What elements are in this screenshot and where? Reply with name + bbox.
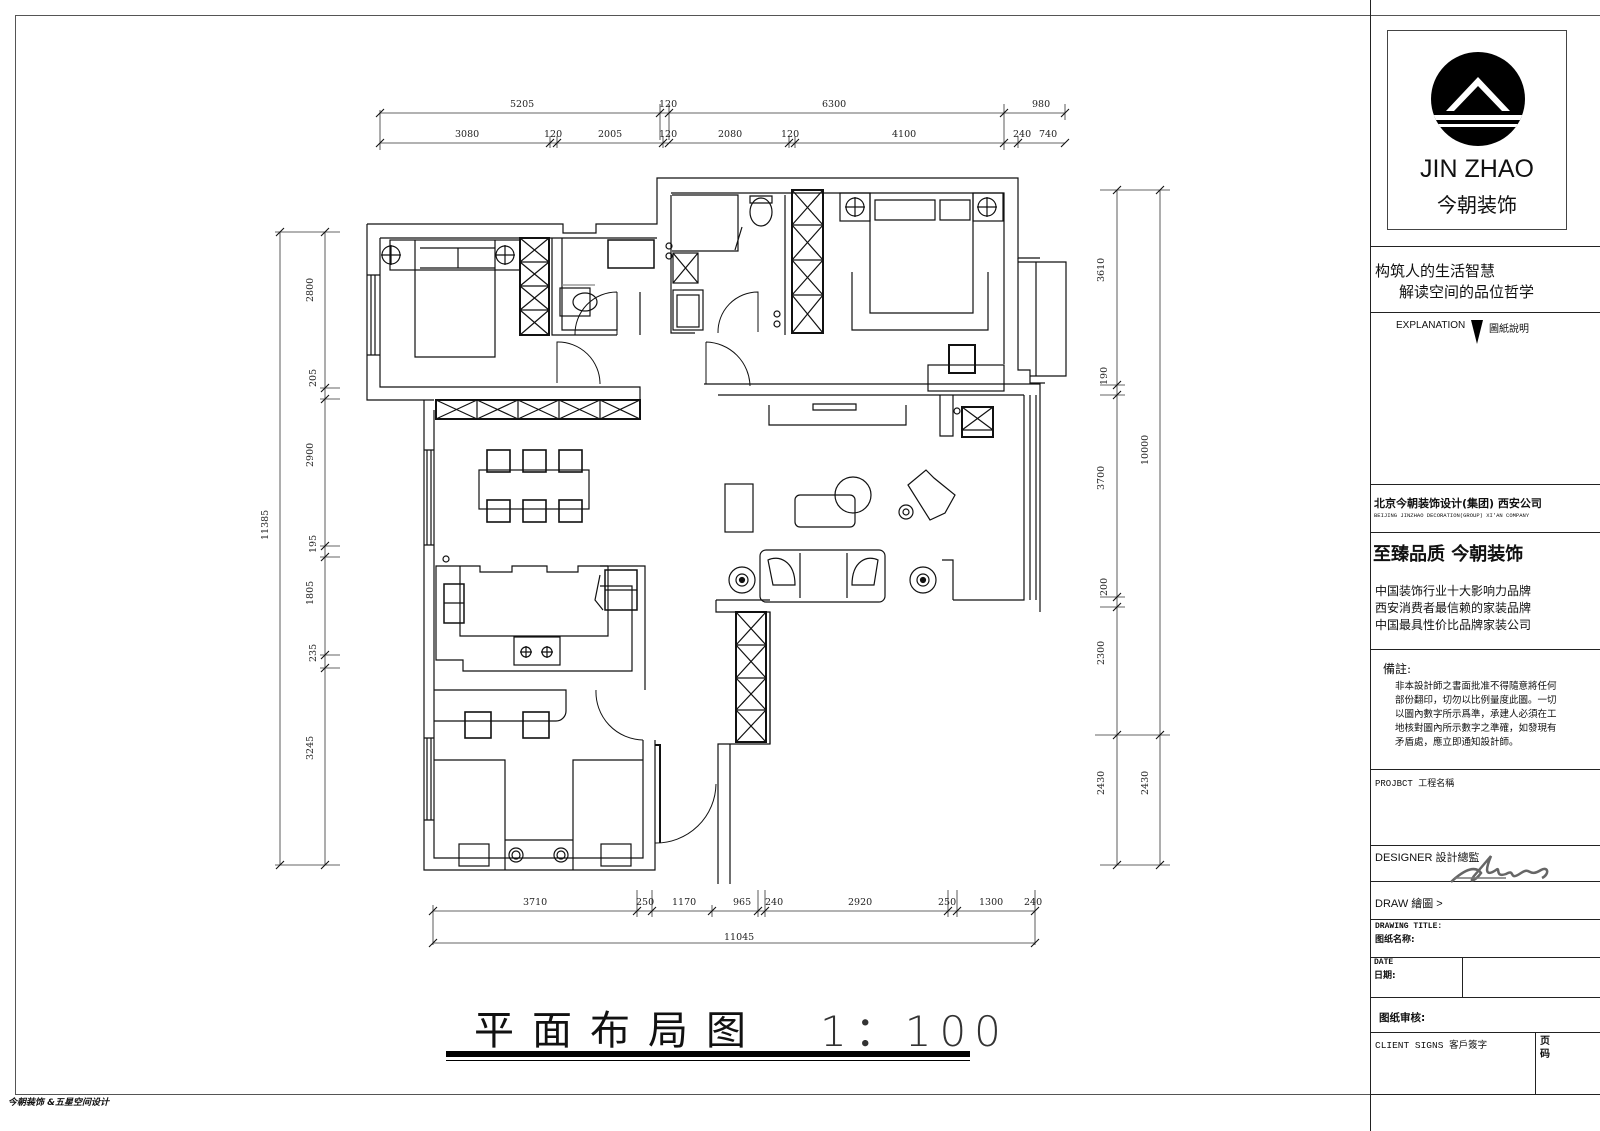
explanation-label-cn: 圖紙說明: [1489, 324, 1529, 335]
dim-label: 3245: [305, 735, 316, 760]
page-number-label: 页码: [1540, 1036, 1550, 1060]
drawing-title: 平面布局图: [474, 1008, 764, 1054]
dim-label: 965: [733, 897, 752, 908]
dim-label: 195: [308, 534, 319, 553]
drawing-title-label-cn: 图纸名称:: [1375, 935, 1415, 945]
dim-total-left: 11385: [260, 509, 271, 540]
slogan-line-2: 解读空间的品位哲学: [1399, 283, 1535, 301]
dim-total-right: 10000: [1140, 434, 1151, 465]
floor-plan: [275, 104, 1170, 948]
company-name-en: BEIJING JINZHAO DECORATION(GROUP) XI'AN …: [1374, 512, 1530, 519]
triangle-marker-icon: [1471, 320, 1483, 344]
dim-label: 120: [659, 99, 678, 110]
drawing-title-cell: DRAWING TITLE: 图纸名称:: [1371, 920, 1600, 958]
dim-label: 240: [1024, 897, 1043, 908]
title-underline-thin: [446, 1060, 970, 1061]
dim-label: 2800: [305, 277, 316, 302]
brand-claims: 中国装饰行业十大影响力品牌 西安消费者最信赖的家装品牌 中国最具性价比品牌家装公…: [1375, 583, 1531, 634]
dim-label: 120: [544, 129, 563, 140]
slogan-line-1: 构筑人的生活智慧: [1375, 262, 1496, 280]
project-label: PROJBCT 工程名稱: [1375, 779, 1455, 789]
date-label-en: DATE: [1374, 958, 1394, 967]
dim-label: 1300: [979, 897, 1004, 908]
brand-claims-cell: 至臻品质 今朝装饰 中国装饰行业十大影响力品牌 西安消费者最信赖的家装品牌 中国…: [1371, 533, 1600, 650]
dim-label: 980: [1032, 99, 1051, 110]
claim-line: 中国装饰行业十大影响力品牌: [1375, 584, 1532, 598]
logo-box: JIN ZHAO 今朝装饰: [1387, 30, 1567, 230]
dim-label: 5205: [510, 99, 535, 110]
dim-label: 3710: [523, 897, 548, 908]
designer-cell: DESIGNER 設計總監: [1371, 846, 1600, 883]
notes-title: 備註:: [1383, 662, 1412, 676]
drawing-scale: 1：100: [820, 1007, 1009, 1056]
review-cell: 图纸审核:: [1371, 998, 1600, 1033]
project-cell: PROJBCT 工程名稱: [1371, 770, 1600, 846]
dim-label: 2430: [1096, 770, 1107, 795]
logo-text-cn: 今朝装饰: [1437, 193, 1517, 217]
dim-total-bottom: 11045: [724, 932, 755, 943]
draw-cell: DRAW 繪圖 >: [1371, 882, 1600, 920]
draw-label: DRAW 繪圖 >: [1375, 898, 1443, 910]
explanation-cell: EXPLANATION 圖紙說明: [1371, 313, 1600, 485]
dim-label: 235: [308, 643, 319, 662]
client-signs-label: CLIENT SIGNS 客戶簽字: [1375, 1040, 1488, 1051]
dim-label: 3700: [1096, 465, 1107, 490]
dim-label: 1805: [305, 580, 316, 605]
explanation-label-en: EXPLANATION: [1396, 320, 1466, 331]
dim-label: 740: [1039, 129, 1058, 140]
quality-slogan: 至臻品质 今朝装饰: [1373, 544, 1524, 565]
dim-label: 205: [308, 368, 319, 387]
dim-label: 6300: [822, 99, 847, 110]
dim-label: 2300: [1096, 640, 1107, 665]
date-cell: DATE 日期:: [1371, 958, 1600, 998]
review-label: 图纸审核:: [1379, 1012, 1426, 1024]
dim-label: 250: [938, 897, 957, 908]
dim-label: 2920: [848, 897, 873, 908]
dim-label: 120: [781, 129, 800, 140]
dim-label: 3080: [455, 129, 480, 140]
logo-cell: JIN ZHAO 今朝装饰: [1371, 0, 1600, 247]
notes-cell: 備註: 非本設計師之書面批准不得隨意將任何部份翻印，切勿以比例量度此圖。一切以圖…: [1371, 650, 1600, 770]
title-block: JIN ZHAO 今朝装饰 构筑人的生活智慧 解读空间的品位哲学 EXPLANA…: [1370, 0, 1600, 1131]
client-signs-cell: CLIENT SIGNS 客戶簽字: [1371, 1033, 1600, 1095]
claim-line: 中国最具性价比品牌家装公司: [1375, 618, 1532, 632]
title-underline: [446, 1051, 970, 1057]
dim-label: 2900: [305, 442, 316, 467]
dim-label: 120: [659, 129, 678, 140]
drawing-title-label-en: DRAWING TITLE:: [1375, 922, 1443, 931]
date-divider: [1462, 958, 1463, 998]
logo-mountain-icon: [1431, 52, 1525, 146]
slogan-cell: 构筑人的生活智慧 解读空间的品位哲学: [1371, 247, 1600, 313]
date-label-cn: 日期:: [1374, 971, 1396, 981]
claim-line: 西安消费者最信赖的家装品牌: [1375, 601, 1532, 615]
designer-label: DESIGNER 設計總監: [1375, 852, 1480, 864]
dim-label: 240: [765, 897, 784, 908]
dim-label: 190: [1099, 366, 1110, 385]
designer-signature-icon: [1450, 855, 1549, 883]
dim-label: 1170: [672, 897, 697, 908]
company-name-cn: 北京今朝装饰设计(集团) 西安公司: [1374, 497, 1542, 510]
dim-label: 2080: [718, 129, 743, 140]
dim-label: 2430: [1140, 770, 1151, 795]
dim-label: 250: [636, 897, 655, 908]
dim-label: 3610: [1096, 257, 1107, 282]
logo-text-en: JIN ZHAO: [1420, 155, 1534, 183]
dim-label: 2005: [598, 129, 623, 140]
dim-label: 240: [1013, 129, 1032, 140]
dim-label: 4100: [892, 129, 917, 140]
notes-body: 非本設計師之書面批准不得隨意將任何部份翻印，切勿以比例量度此圖。一切以圖內數字所…: [1395, 681, 1557, 748]
footer-credit: 今朝装饰 &五星空间设计: [8, 1098, 109, 1108]
page-number-cell: 页码: [1535, 1033, 1600, 1095]
dim-label: 200: [1099, 577, 1110, 596]
company-cell: 北京今朝装饰设计(集团) 西安公司 BEIJING JINZHAO DECORA…: [1371, 485, 1600, 533]
sheet-border: [15, 15, 1600, 1095]
